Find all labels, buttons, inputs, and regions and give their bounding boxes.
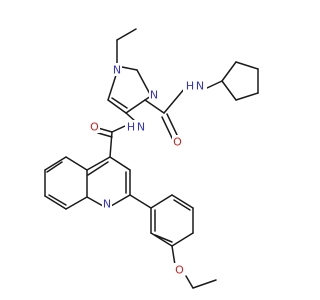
bond-line [166, 113, 179, 138]
bond-line [136, 69, 152, 97]
bond-line [221, 80, 237, 101]
bond-line [235, 61, 259, 70]
bond-line [171, 232, 194, 247]
bond-line [144, 99, 165, 114]
bond-line [221, 61, 237, 82]
bond-line [173, 199, 191, 211]
bond-line [150, 194, 173, 209]
bond-line [125, 112, 136, 122]
svg-text:N: N [150, 89, 158, 102]
bond-line [161, 116, 174, 141]
bond-line [107, 71, 118, 101]
svg-text:O: O [175, 264, 184, 277]
bond-line [48, 194, 67, 206]
atom-nh-mid: H N [125, 120, 149, 134]
svg-text:N: N [137, 121, 145, 134]
atom-n-pyrazole-1: N [112, 63, 122, 77]
bond-line [192, 279, 217, 289]
bond-line [65, 156, 88, 171]
svg-text:H: H [186, 80, 194, 93]
bond-line [129, 194, 152, 209]
atom-o-ether: O [174, 263, 185, 277]
bond-line [65, 196, 88, 210]
atom-n-pyrazole-2: N [149, 88, 159, 102]
bond-line [163, 87, 186, 114]
bond-line [206, 80, 223, 89]
atom-n-quinoline: N [102, 197, 112, 211]
svg-text:N: N [103, 198, 111, 211]
bond-line [171, 245, 176, 266]
bond-line [109, 156, 131, 171]
svg-text:O: O [173, 136, 182, 149]
bond-line [44, 156, 67, 171]
bond-line [97, 127, 113, 133]
svg-text:O: O [90, 121, 99, 134]
bond-line [111, 125, 126, 133]
bond-line [125, 99, 146, 114]
bond-line [116, 28, 137, 41]
bond-line [86, 156, 111, 171]
bond-line [46, 161, 63, 173]
bond-line [235, 92, 259, 101]
atom-nh-cyclopentyl: H N [183, 79, 207, 93]
svg-text:N: N [196, 80, 204, 93]
bond-line [150, 232, 173, 247]
bond-line [44, 195, 67, 210]
bond-line [171, 194, 194, 209]
bond-layer [44, 28, 259, 289]
atom-label-layer: N N H N O O H N N [89, 63, 207, 277]
bond-line [154, 234, 173, 243]
bond-line [107, 99, 127, 114]
bond-line [110, 194, 131, 207]
bond-line [97, 132, 113, 138]
molecule-diagram: N N H N O O H N N [44, 28, 259, 289]
bond-line [185, 275, 194, 289]
bond-line [87, 161, 109, 176]
svg-text:N: N [113, 64, 121, 77]
atom-o-amide-top: O [172, 135, 183, 149]
svg-text:H: H [127, 121, 135, 134]
atom-o-amide-mid: O [89, 120, 100, 134]
bond-line [111, 97, 128, 109]
bond-line [86, 196, 104, 207]
bond-line [109, 131, 113, 158]
